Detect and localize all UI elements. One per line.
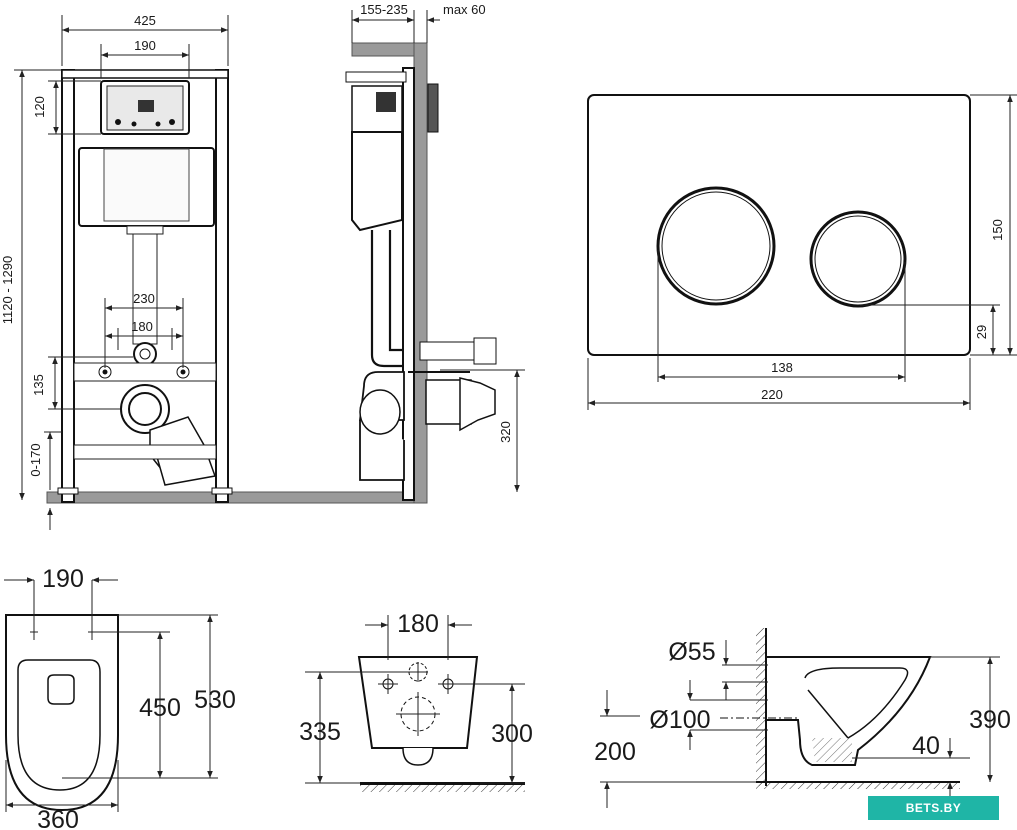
dim-plate-height: 120 — [32, 96, 47, 118]
bowl-front-view: 180 335 300 — [299, 610, 533, 792]
dim-bowl-height: 390 — [969, 706, 1011, 734]
dim-bowl-length: 530 — [194, 686, 236, 714]
dim-plate-height: 150 — [990, 219, 1005, 241]
dim-inlet-diameter: Ø55 — [668, 638, 715, 666]
dim-length-inner: 450 — [139, 694, 181, 722]
dim-height-left: 335 — [299, 718, 341, 746]
dim-pipe-spacing: 230 — [133, 291, 155, 306]
watermark-badge: BETS.BY — [868, 796, 999, 820]
dim-bolt-spacing-front: 180 — [397, 610, 439, 638]
bowl-side-view: Ø55 Ø100 200 40 390 — [594, 628, 1011, 808]
dim-frame-depth: 155-235 — [360, 2, 408, 17]
bowl-top-view: 190 450 530 360 — [4, 565, 236, 830]
dim-outlet-floor: 320 — [498, 421, 513, 443]
dim-button-offset: 29 — [974, 325, 989, 339]
dim-plate-width: 220 — [761, 387, 783, 402]
dim-hole-spacing: 190 — [42, 565, 84, 593]
dim-outlet-diameter: Ø100 — [649, 706, 710, 734]
frame-side-view: 155-235 max 60 320 — [345, 2, 525, 504]
dim-bolt-spacing: 180 — [131, 319, 153, 334]
dim-frame-width: 425 — [134, 13, 156, 28]
dim-plate-width: 190 — [134, 38, 156, 53]
dim-frame-height: 1120 - 1290 — [0, 256, 15, 324]
dim-height-right: 300 — [491, 720, 533, 748]
frame-front-view: 425 190 120 1120 - 1290 230 180 135 0-17… — [0, 13, 428, 530]
flush-plate-view: 138 220 150 29 — [587, 94, 1017, 410]
dim-button-spacing: 138 — [771, 360, 793, 375]
dim-outlet-height: 200 — [594, 738, 636, 766]
dim-outlet-height: 135 — [31, 374, 46, 396]
dim-foot-adjust: 0-170 — [28, 443, 43, 476]
dim-water-depth: 40 — [912, 732, 940, 760]
dim-bowl-width: 360 — [37, 806, 79, 830]
dim-max-offset: max 60 — [443, 2, 486, 17]
